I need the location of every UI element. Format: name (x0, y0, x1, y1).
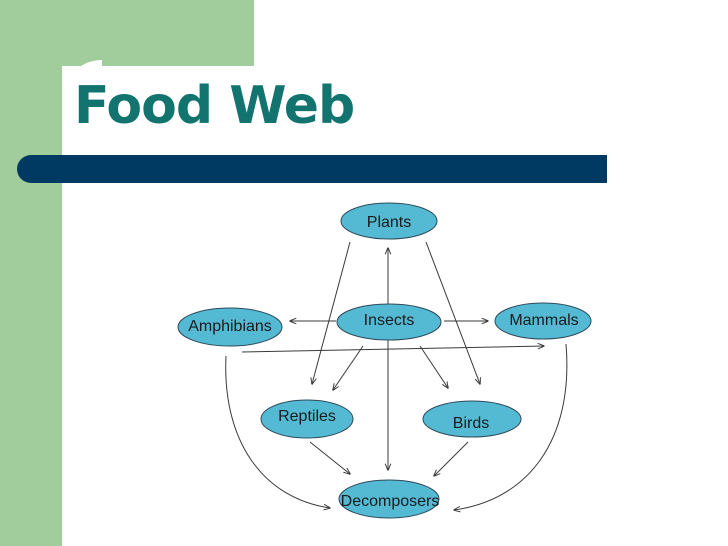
arrow-plants-to-birds (425, 241, 480, 384)
node-reptiles: Reptiles (260, 399, 354, 439)
node-reptiles-label: Reptiles (278, 408, 336, 425)
node-amphibians-label: Amphibians (188, 318, 272, 335)
top-accent-block (62, 0, 254, 66)
node-mammals: Mammals (494, 302, 592, 340)
node-plants: Plants (340, 202, 438, 240)
node-decomposers: Decomposers (338, 479, 440, 519)
arrow-insects-to-reptiles (333, 345, 364, 390)
node-insects: Insects (336, 303, 442, 341)
left-accent-strip (0, 0, 62, 546)
slide-title: Food Web (74, 76, 355, 136)
node-amphibians: Amphibians (177, 307, 283, 347)
node-plants-label: Plants (367, 214, 411, 231)
node-insects-label: Insects (364, 312, 415, 329)
node-decomposers-label: Decomposers (341, 493, 440, 510)
arrow-amphibians-to-decomposers (225, 355, 330, 508)
arrow-insects-to-birds (419, 345, 448, 388)
food-web-arrows (225, 241, 568, 510)
node-mammals-label: Mammals (509, 312, 578, 329)
arrow-reptiles-to-decomposers (309, 441, 350, 474)
node-birds-label: Birds (453, 415, 489, 432)
arrow-birds-to-decomposers (434, 441, 469, 476)
arrow-amphibians-to-mammals (241, 346, 544, 353)
title-underline-bar (17, 155, 607, 183)
node-birds: Birds (422, 400, 522, 438)
arrow-plants-to-reptiles (312, 241, 351, 384)
arrow-mammals-to-decomposers (454, 343, 568, 510)
